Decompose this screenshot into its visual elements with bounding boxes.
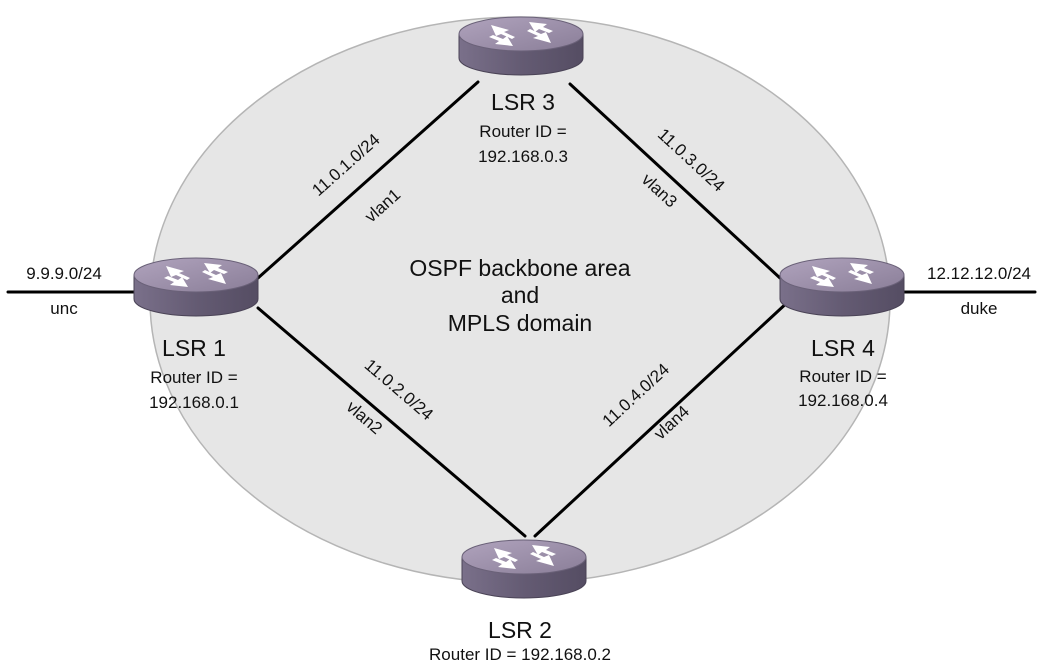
router-icon-lsr1[interactable] [133,257,259,317]
router-name-lsr3: LSR 3 [491,89,555,115]
link-lsr3-lsr4 [568,82,782,280]
router-name-lsr1: LSR 1 [162,335,226,361]
router-id-value-lsr3: 192.168.0.3 [478,147,568,166]
ext-subnet-right: 12.12.12.0/24 [927,264,1031,283]
links [6,80,1037,538]
router-icon-lsr3[interactable] [458,16,584,76]
ext-name-right: duke [961,299,998,318]
router-icon-lsr4[interactable] [779,257,905,317]
router-id-lsr2: Router ID = 192.168.0.2 [429,645,611,664]
router-icon-lsr2[interactable] [461,539,587,599]
link-lsr1-lsr3 [256,80,480,280]
ext-name-left: unc [50,299,78,318]
router-id-label-lsr3: Router ID = [479,122,566,141]
router-id-label-lsr4: Router ID = [799,367,886,386]
link-lsr2-lsr4 [533,298,792,538]
ext-subnet-left: 9.9.9.0/24 [26,264,102,283]
area-label-line1: OSPF backbone area [409,255,630,281]
router-name-lsr4: LSR 4 [811,335,875,361]
area-label-line2: and [501,282,539,308]
router-id-value-lsr1: 192.168.0.1 [149,393,239,412]
link-lsr1-lsr2 [256,306,527,538]
router-id-label-lsr1: Router ID = [150,368,237,387]
router-name-lsr2: LSR 2 [488,617,552,643]
area-label-line3: MPLS domain [448,310,592,336]
router-id-value-lsr4: 192.168.0.4 [798,391,888,410]
